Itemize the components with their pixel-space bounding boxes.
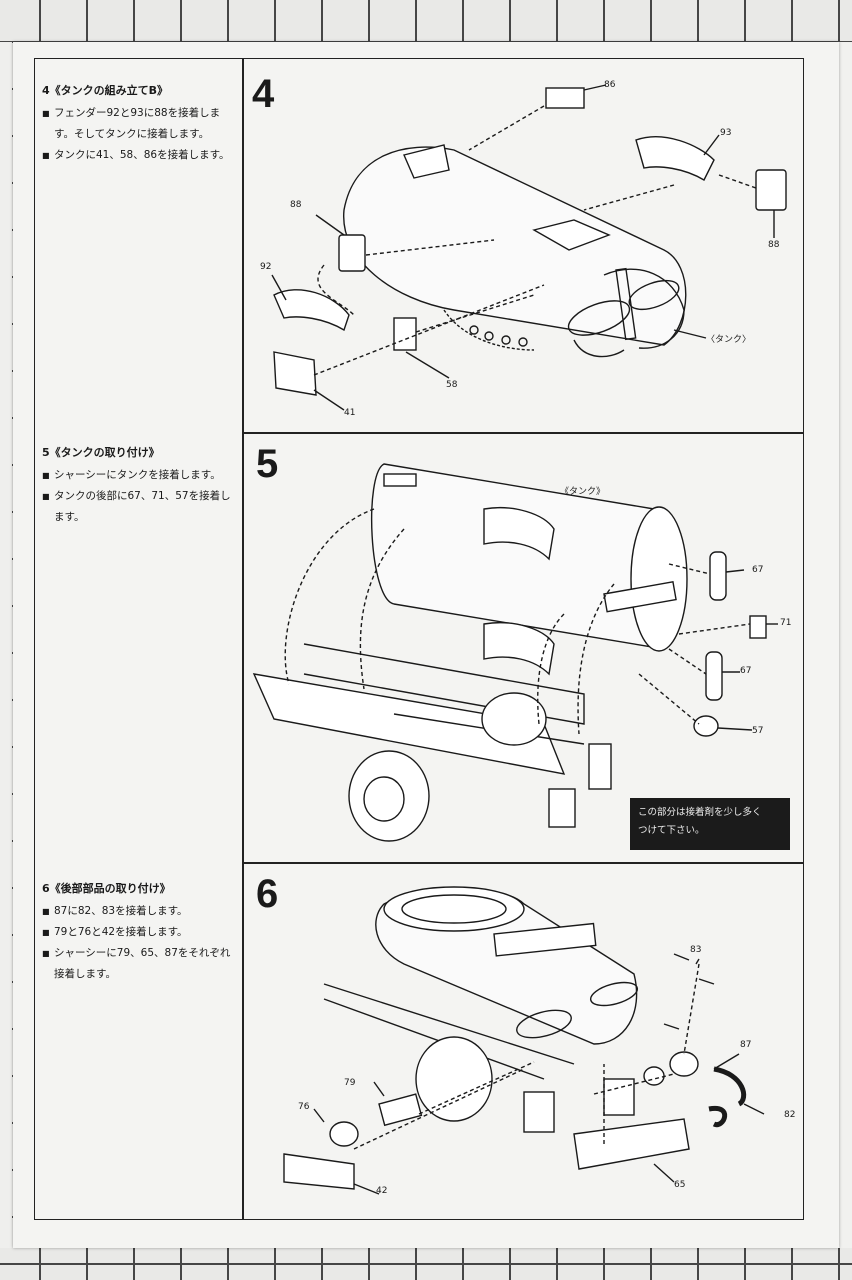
step-5-title: 5《タンクの取り付け》 [42, 446, 160, 459]
label-part-65: 65 [674, 1180, 686, 1190]
step-4-diagram [244, 60, 802, 430]
glue-note-box: この部分は接着剤を少し多く つけて下さい。 [630, 798, 790, 850]
label-part-93: 93 [720, 128, 732, 138]
label-part-58: 58 [446, 380, 458, 390]
label-part-57: 57 [752, 726, 764, 736]
label-part-67-upper: 67 [752, 565, 764, 575]
step-4-number: 4 [252, 72, 275, 116]
label-part-76: 76 [298, 1102, 310, 1112]
glue-note-line-1: この部分は接着剤を少し多く [638, 807, 762, 818]
label-part-88-right: 88 [768, 240, 780, 250]
step-5-instruction-2: タンクの後部に67、71、57を接着します。 [42, 486, 238, 528]
step-6-number: 6 [256, 872, 279, 916]
step-5-number: 5 [256, 442, 279, 486]
label-part-67-lower: 67 [740, 666, 752, 676]
adjacent-sheet-left [0, 42, 12, 1248]
label-part-41: 41 [344, 408, 356, 418]
step-4-instruction-1: フェンダー92と93に88を接着します。そしてタンクに接着します。 [42, 103, 238, 145]
label-part-42: 42 [376, 1186, 388, 1196]
step-6-instruction-2: 79と76と42を接着します。 [42, 922, 238, 943]
label-part-87: 87 [740, 1040, 752, 1050]
step-6-diagram [244, 864, 802, 1218]
label-part-86: 86 [604, 80, 616, 90]
label-part-79: 79 [344, 1078, 356, 1088]
step-4-instruction-2: タンクに41、58、86を接着します。 [42, 145, 238, 166]
adjacent-sheet-right [838, 42, 852, 1248]
step-5-diagram [244, 434, 802, 860]
label-part-82: 82 [784, 1110, 796, 1120]
label-part-71: 71 [780, 618, 792, 628]
step-6-title: 6《後部部品の取り付け》 [42, 882, 171, 895]
step-5-text: 5《タンクの取り付け》 シャーシーにタンクを接着します。 タンクの後部に67、7… [42, 442, 238, 528]
label-part-92: 92 [260, 262, 272, 272]
step-5-instruction-1: シャーシーにタンクを接着します。 [42, 465, 238, 486]
sheet-border [34, 58, 804, 1220]
label-tank-4: 〈タンク〉 [706, 335, 752, 345]
label-part-83: 83 [690, 945, 702, 955]
step-4-text: 4《タンクの組み立てB》 フェンダー92と93に88を接着します。そしてタンクに… [42, 80, 238, 166]
glue-note-line-2: つけて下さい。 [638, 825, 705, 836]
panel-divider-1 [242, 432, 804, 434]
step-4-title: 4《タンクの組み立てB》 [42, 84, 169, 97]
panel-divider-2 [242, 862, 804, 864]
step-6-instruction-1: 87に82、83を接着します。 [42, 901, 238, 922]
column-divider [242, 58, 244, 1220]
step-6-text: 6《後部部品の取り付け》 87に82、83を接着します。 79と76と42を接着… [42, 878, 238, 985]
label-part-88-left: 88 [290, 200, 302, 210]
step-6-instruction-3: シャーシーに79、65、87をそれぞれ接着します。 [42, 943, 238, 985]
label-tank-5: 《タンク》 [560, 487, 606, 497]
